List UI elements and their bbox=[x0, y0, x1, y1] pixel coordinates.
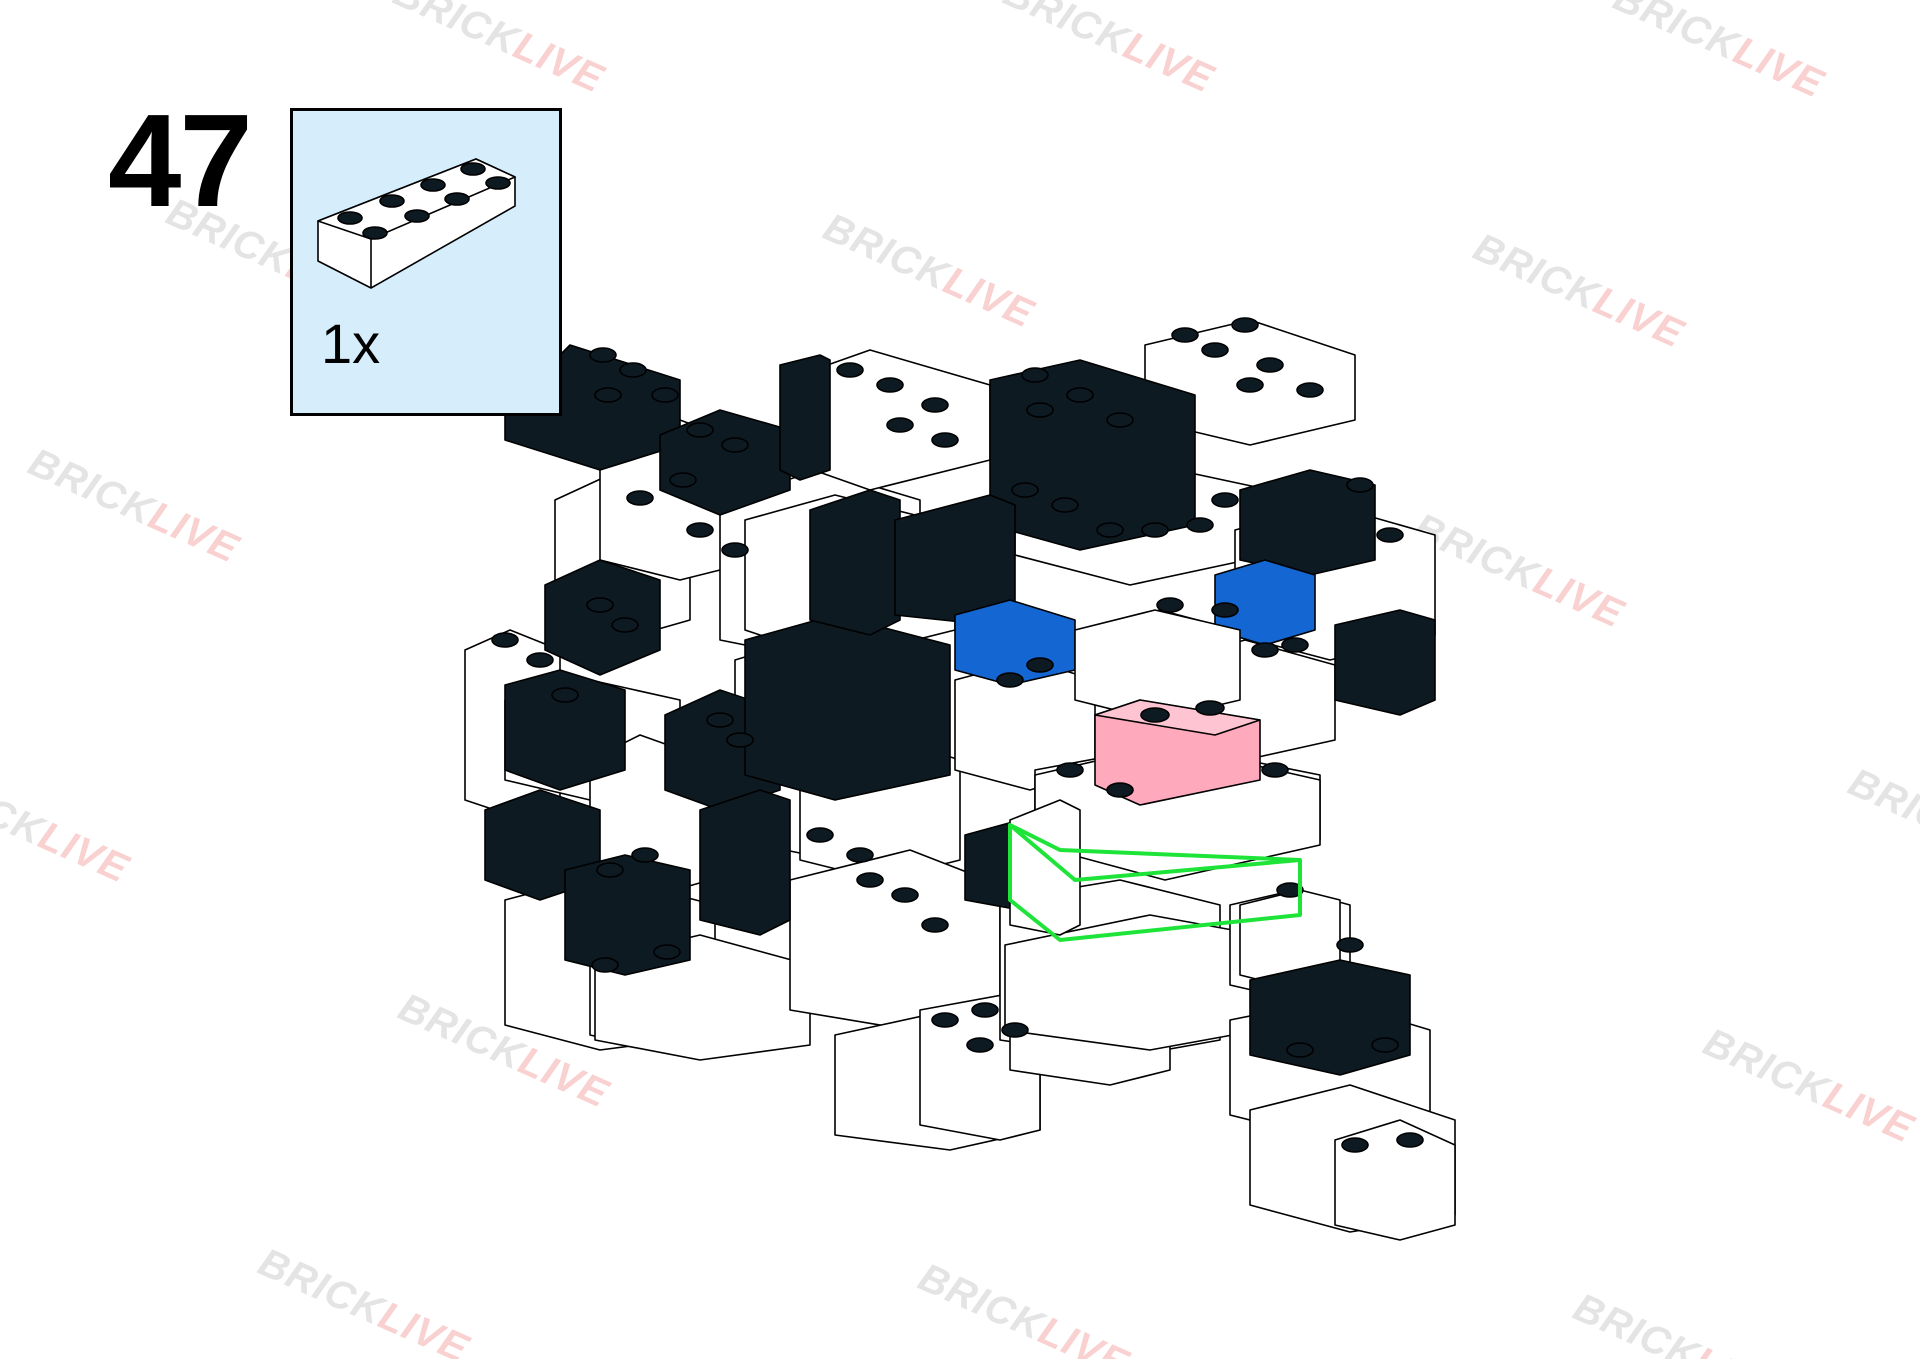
model-pink-studs bbox=[1140, 700, 1225, 723]
brick-2x4-icon bbox=[317, 158, 516, 289]
model-studs bbox=[491, 317, 1424, 1153]
part-quantity: 1x bbox=[321, 312, 381, 375]
step-number: 47 bbox=[108, 87, 253, 234]
model-pink-nose bbox=[1094, 699, 1261, 806]
new-part-highlight bbox=[1008, 823, 1302, 942]
parts-callout: 1x bbox=[290, 108, 562, 416]
